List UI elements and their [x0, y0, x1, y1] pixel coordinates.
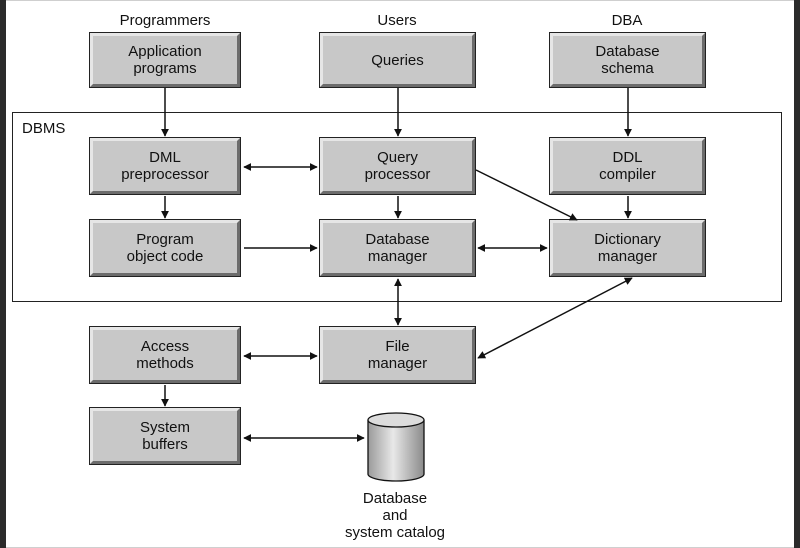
- file-manager-box: File manager: [319, 326, 476, 384]
- right-edge-bar: [794, 0, 800, 548]
- database-schema-box: Database schema: [549, 32, 706, 88]
- access-methods-box: Access methods: [89, 326, 241, 384]
- dictionary-manager-box: Dictionary manager: [549, 219, 706, 277]
- ddl-compiler-box: DDL compiler: [549, 137, 706, 195]
- role-programmers: Programmers: [119, 12, 211, 29]
- application-programs-box: Application programs: [89, 32, 241, 88]
- arrow-dictionary-manager-file-manager: [477, 277, 633, 359]
- storage-label: Database and system catalog: [344, 490, 446, 541]
- query-processor-box: Query processor: [319, 137, 476, 195]
- role-users: Users: [377, 12, 417, 29]
- database-manager-box: Database manager: [319, 219, 476, 277]
- dbms-label: DBMS: [22, 120, 66, 137]
- database-cylinder-icon: [367, 412, 425, 482]
- queries-box: Queries: [319, 32, 476, 88]
- role-dba: DBA: [611, 12, 643, 29]
- left-edge-bar: [0, 0, 6, 548]
- system-buffers-box: System buffers: [89, 407, 241, 465]
- program-object-code-box: Program object code: [89, 219, 241, 277]
- arrow-query-processor-to-dictionary-manager: [475, 169, 578, 221]
- dml-preprocessor-box: DML preprocessor: [89, 137, 241, 195]
